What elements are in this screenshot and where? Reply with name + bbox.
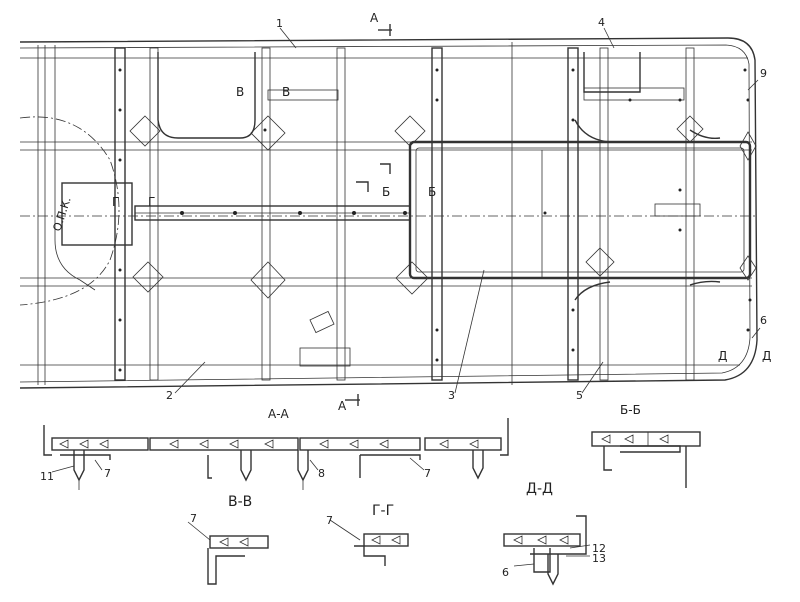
section-bb-title: Б-Б [620,403,641,417]
section-vv-title: В-В [228,494,252,510]
section-dd: Д-Д 6 12 13 [502,481,606,586]
section-mark-g1: Г [112,195,119,209]
plan-view: 1 2 3 4 5 6 9 А А Б Б В В Г Г Д Д О.П.К. [19,11,771,413]
gussets [129,115,757,299]
section-gg: Г-Г 7 [326,503,409,566]
callout-4: 4 [598,16,605,29]
section-mark-g2: Г [148,195,155,209]
section-dd-callout-13: 13 [592,552,606,565]
section-mark-v2: В [282,85,290,99]
section-aa-callout-7b: 7 [424,467,431,480]
rivets [118,68,752,372]
callout-2: 2 [166,389,173,402]
section-mark-b2: Б [428,185,436,199]
callout-1: 1 [276,17,283,30]
section-aa-title: А-А [268,407,290,421]
section-mark-d2: Д [762,349,771,363]
section-mark-b1: Б [382,185,390,199]
section-aa-callout-11: 11 [40,470,54,483]
section-gg-callout-7: 7 [326,514,333,527]
section-dd-title: Д-Д [526,481,553,497]
section-mark-a-bottom: А [338,399,347,413]
section-aa: А-А 11 7 8 7 [40,407,509,490]
side-label-opk: О.П.К. [50,195,73,233]
section-vv-callout-7: 7 [190,512,197,525]
section-mark-d1: Д [718,349,727,363]
section-bb: Б-Б [591,403,701,488]
callout-5: 5 [576,389,583,402]
section-dd-callout-12: 12 [592,542,606,555]
section-dd-callout-6: 6 [502,566,509,579]
section-gg-title: Г-Г [372,503,394,519]
section-aa-callout-7a: 7 [104,467,111,480]
callout-9: 9 [760,67,767,80]
section-vv: В-В 7 [187,494,269,585]
callout-3: 3 [448,389,455,402]
section-aa-callout-8: 8 [318,467,325,480]
section-mark-v1: В [236,85,244,99]
callout-6: 6 [760,314,767,327]
section-mark-a-top: А [370,11,379,25]
